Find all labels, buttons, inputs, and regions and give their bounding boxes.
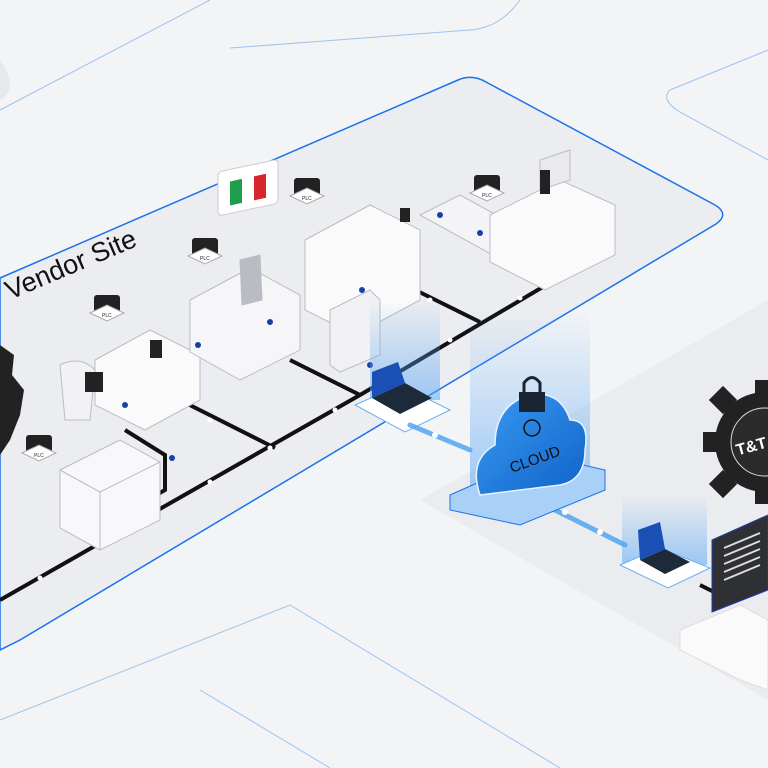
gear-icon xyxy=(0,345,24,455)
floor-shape xyxy=(420,300,768,700)
connection-beams xyxy=(407,422,628,548)
plc-label: PLC xyxy=(302,196,312,202)
italy-flag-icon xyxy=(217,159,279,216)
machine-dark-parts xyxy=(85,170,550,392)
plc-label: PLC xyxy=(200,256,210,262)
production-line-machines xyxy=(59,149,616,551)
machine-accents xyxy=(122,212,483,461)
plc-label: PLC xyxy=(34,453,44,459)
cloud-service: CLOUD xyxy=(449,310,606,526)
edge-gateway-device-remote xyxy=(618,495,712,589)
cloud-icon xyxy=(475,393,587,496)
plc-label: PLC xyxy=(482,193,492,199)
plc-label: PLC xyxy=(102,313,112,319)
lock-icon xyxy=(519,376,545,412)
network-dots xyxy=(37,295,523,581)
background-shape xyxy=(0,60,10,100)
document-panel xyxy=(679,514,768,691)
plc-units: PLC PLC PLC PLC PLC xyxy=(20,175,506,462)
tt-gear-icon: T&T xyxy=(703,380,768,504)
edge-gateway-device xyxy=(353,300,452,433)
aperture-logo-icon xyxy=(523,419,541,437)
